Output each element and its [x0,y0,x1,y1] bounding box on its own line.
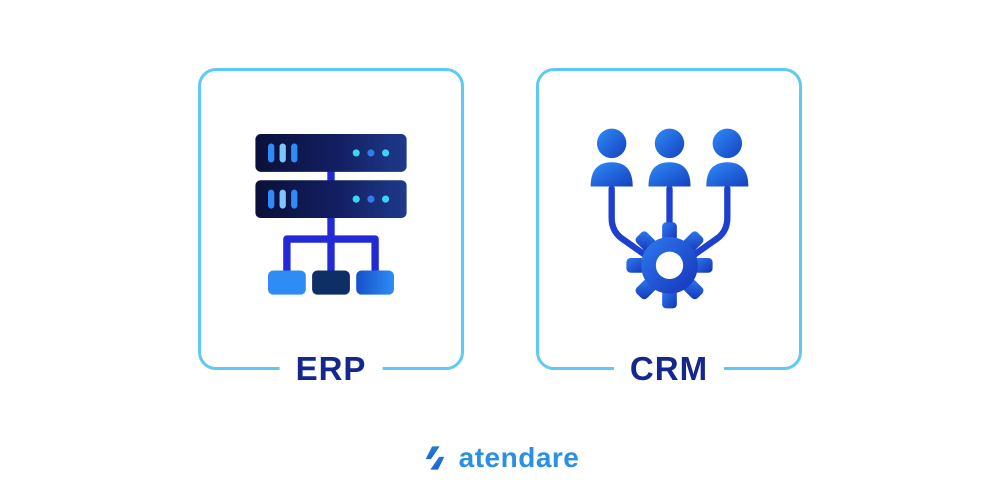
card-erp: ERP [198,68,464,389]
cards-row: ERP [0,68,1000,389]
atendare-logo-icon [421,444,449,472]
card-label-erp: ERP [279,349,383,389]
brand-logo: atendare [0,442,1000,474]
erp-server-hierarchy-icon [226,115,436,320]
logo-text: atendare [458,442,580,473]
card-label-crm: CRM [613,349,725,389]
crm-users-gear-icon [562,115,777,320]
card-crm: CRM [536,68,802,389]
